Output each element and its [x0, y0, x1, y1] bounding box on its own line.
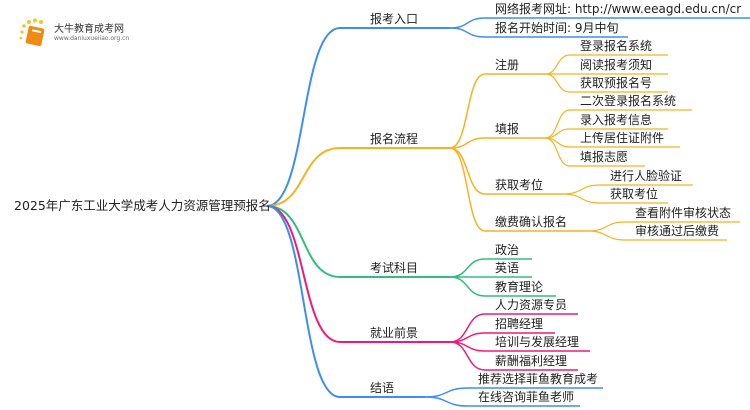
link-process-1 [449, 137, 486, 149]
process-step[interactable]: 获取考位 [610, 187, 659, 201]
link-process-2 [449, 147, 486, 195]
root-topic[interactable]: 2025年广东工业大学成考人力资源管理预报名 [14, 198, 271, 213]
career-item[interactable]: 人力资源专员 [495, 298, 568, 312]
process-step[interactable]: 上传居住证附件 [580, 131, 665, 145]
entry-item[interactable]: 网络报考网址: http://www.eeagd.edu.cn/cr [495, 2, 742, 16]
process-item[interactable]: 获取考位 [495, 178, 544, 192]
logo-url: www.daniuxueiiao.org.cn [54, 35, 130, 42]
process-step[interactable]: 查看附件审核状态 [635, 206, 732, 220]
process-step[interactable]: 录入报考信息 [580, 113, 653, 127]
link-entry-1 [449, 27, 486, 38]
link-conclusion-1 [424, 396, 469, 407]
process-step[interactable]: 阅读报考须知 [580, 58, 653, 72]
link-subjects-0 [449, 258, 486, 278]
link-process-0-0 [544, 54, 571, 75]
link-process-3-0 [587, 221, 626, 232]
branch-career[interactable]: 就业前景 [370, 326, 419, 340]
process-step[interactable]: 进行人脸验证 [610, 169, 683, 183]
link-entry-0 [449, 17, 486, 29]
link-career-3 [449, 341, 486, 371]
conclusion-item[interactable]: 推荐选择菲鱼教育成考 [478, 372, 599, 386]
subjects-item[interactable]: 英语 [495, 261, 520, 275]
process-step[interactable]: 登录报名系统 [580, 39, 653, 53]
process-item[interactable]: 填报 [495, 122, 520, 136]
link-subjects-2 [449, 276, 486, 297]
conclusion-item[interactable]: 在线咨询菲鱼老师 [478, 390, 575, 404]
link-process-2-1 [562, 193, 601, 204]
link-process-2-0 [562, 184, 601, 195]
link-process-1-3 [544, 137, 571, 167]
logo-title: 大牛教育成考网 [54, 24, 124, 35]
link-process-3-1 [587, 230, 626, 241]
logo: 大牛教育成考网 www.daniuxueiiao.org.cn [18, 18, 133, 48]
link-root-process [266, 147, 341, 207]
process-step[interactable]: 二次登录报名系统 [580, 94, 677, 108]
subjects-item[interactable]: 教育理论 [495, 280, 544, 294]
link-process-0-2 [544, 73, 571, 93]
entry-item[interactable]: 报名开始时间: 9月中旬 [495, 21, 619, 35]
link-root-career [266, 205, 341, 343]
career-item[interactable]: 薪酬福利经理 [495, 354, 568, 368]
branch-entry[interactable]: 报考入口 [370, 12, 419, 26]
link-root-subjects [266, 205, 341, 278]
process-item[interactable]: 缴费确认报名 [495, 215, 568, 229]
link-root-entry [266, 27, 341, 207]
process-item[interactable]: 注册 [495, 58, 520, 72]
link-root-conclusion [266, 205, 341, 398]
link-process-0 [449, 73, 486, 149]
process-step[interactable]: 审核通过后缴费 [635, 224, 720, 238]
subjects-item[interactable]: 政治 [495, 243, 520, 257]
link-process-3 [449, 147, 486, 232]
book-logo-icon [19, 18, 45, 47]
link-conclusion-0 [424, 387, 469, 398]
career-item[interactable]: 培训与发展经理 [495, 335, 580, 349]
career-item[interactable]: 招聘经理 [495, 317, 544, 331]
branch-subjects[interactable]: 考试科目 [370, 261, 419, 275]
process-step[interactable]: 填报志愿 [580, 150, 629, 164]
branch-conclusion[interactable]: 结语 [370, 381, 395, 395]
branch-process[interactable]: 报名流程 [370, 132, 419, 146]
process-step[interactable]: 获取预报名号 [580, 76, 653, 90]
